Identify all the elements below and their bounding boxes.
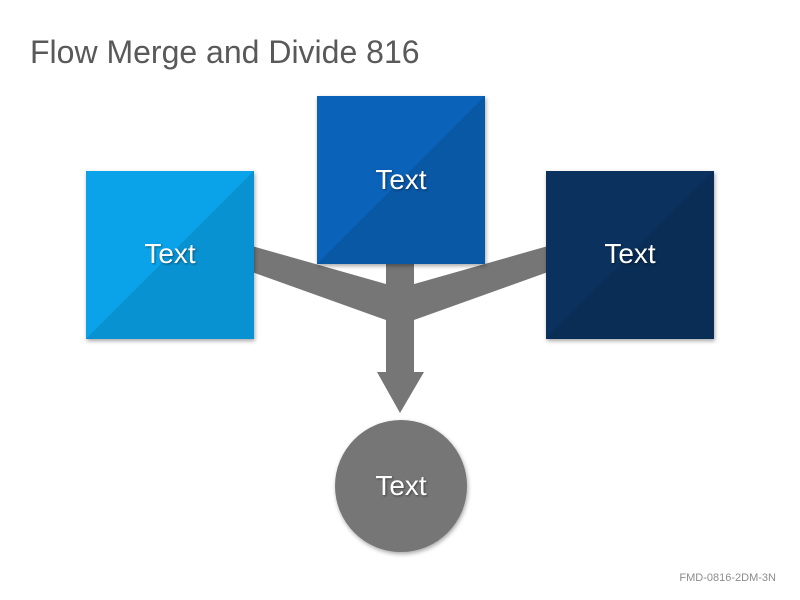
connector-center-stem: [386, 262, 414, 374]
box-shade: [317, 96, 485, 264]
source-box-center: Text: [317, 96, 485, 264]
box-shade: [86, 171, 254, 339]
source-box-right: Text: [546, 171, 714, 339]
connector-right-branch: [386, 246, 548, 320]
connector-arrowhead: [377, 372, 424, 413]
target-circle: Text: [335, 420, 467, 552]
source-box-right-label: Text: [604, 238, 656, 269]
box-shade: [546, 171, 714, 339]
source-box-center-label: Text: [375, 164, 427, 195]
slide-title: Flow Merge and Divide 816: [30, 34, 420, 70]
target-circle-label: Text: [375, 470, 427, 501]
slide-code: FMD-0816-2DM-3N: [679, 572, 776, 584]
source-box-left-label: Text: [144, 238, 196, 269]
source-box-left: Text: [86, 171, 254, 339]
connector-left-branch: [252, 246, 414, 320]
